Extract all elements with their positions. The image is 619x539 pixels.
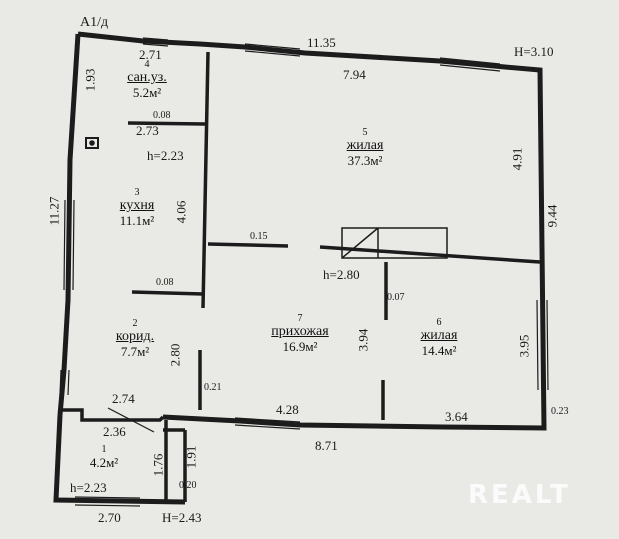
plan-title: А1/д [80, 15, 109, 30]
room-1: 1 4.2м² [89, 444, 119, 471]
dim-thickness-5: 0.21 [204, 382, 222, 393]
room-2-corridor: 2 корид. 7.7м² [115, 318, 155, 360]
dim-thickness-1: 0.08 [153, 110, 171, 121]
dim-left-bath: 1.93 [82, 68, 98, 92]
dim-hall-wall: 3.94 [355, 328, 371, 352]
inner-walls [58, 51, 541, 502]
dim-corr-wall: 2.80 [167, 343, 183, 367]
room-6-living: 6 жилая 14.4м² [420, 317, 458, 359]
height-porch: H=2.43 [162, 510, 202, 525]
dim-thickness-7: 0.20 [179, 480, 197, 491]
outer-walls [53, 31, 547, 505]
dim-corr-bottom: 2.74 [112, 391, 135, 406]
dim-top-left: 2.71 [139, 47, 162, 62]
dim-hall-bottom: 4.28 [276, 402, 299, 417]
dim-thickness-2: 0.08 [156, 277, 174, 288]
dim-room5-height: h=2.80 [323, 267, 360, 282]
door-marker [107, 407, 155, 433]
room-7-hall: 7 прихожая 16.9м² [271, 313, 329, 355]
dim-kitchen-height: h=2.23 [147, 148, 184, 163]
room-3-kitchen: 3 кухня 11.1м² [119, 187, 155, 229]
dim-porch-bottom: 2.70 [98, 510, 121, 525]
dim-porch-right: 1.76 [150, 453, 166, 477]
stair-niche [85, 137, 448, 259]
dim-bath-bottom: 2.73 [136, 123, 159, 138]
dim-kitchen-wall: 4.06 [173, 200, 189, 224]
dim-room6-right: 3.95 [516, 334, 532, 358]
dim-right-total: 9.44 [544, 204, 560, 228]
dim-porch-wall: 1.91 [183, 445, 199, 469]
dim-room5-right: 4.91 [509, 147, 525, 171]
dim-bottom-total: 8.71 [315, 438, 338, 453]
dim-left-total: 11.27 [46, 196, 62, 226]
dim-thickness-3: 0.15 [250, 231, 268, 242]
room-4-bathroom: 4 сан.уз. 5.2м² [127, 59, 167, 101]
dim-porch-top: 2.36 [103, 424, 126, 439]
watermark-logo: REALT [468, 480, 571, 510]
height-main: H=3.10 [514, 44, 554, 59]
dim-thickness-4: 0.07 [387, 292, 405, 303]
dim-thickness-6: 0.23 [551, 406, 569, 417]
room-5-living: 5 жилая 37.3м² [346, 127, 384, 169]
dim-top-room5: 7.94 [343, 67, 366, 82]
windows [59, 37, 549, 507]
dim-porch-height: h=2.23 [70, 480, 107, 495]
dim-top-total: 11.35 [307, 35, 336, 50]
dim-room6-bottom: 3.64 [445, 409, 468, 424]
